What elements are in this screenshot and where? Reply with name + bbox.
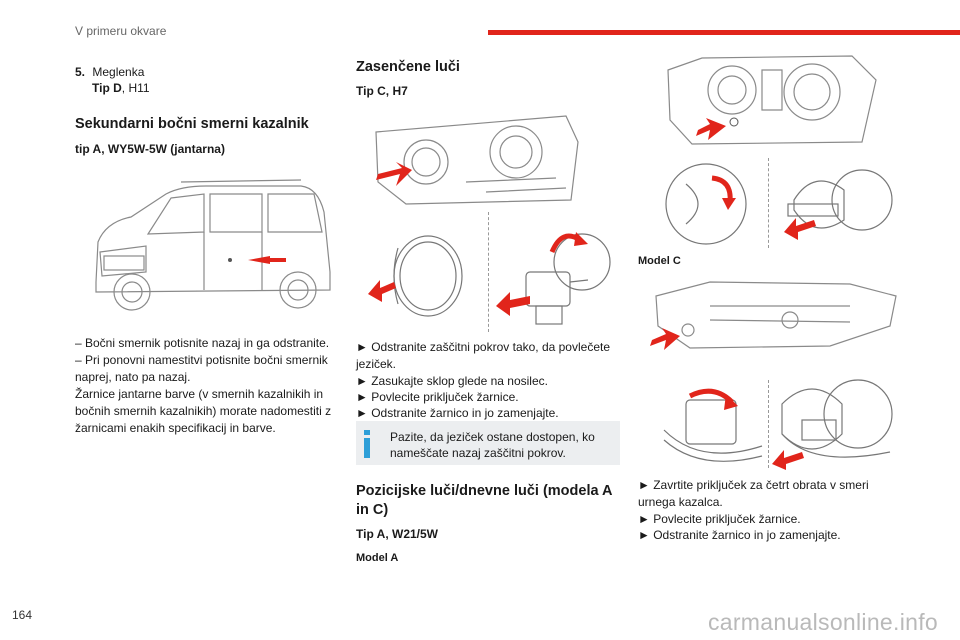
info-icon (364, 430, 370, 458)
divider-vertical-mid (488, 212, 490, 332)
info-note-text: Pazite, da jeziček ostane dostopen, ko n… (390, 430, 595, 460)
section-title-dipped-beam: Zasenčene luči (356, 59, 460, 75)
section-title-side-indicator: Sekundarni bočni smerni kazalnik (75, 116, 309, 132)
step-pull-connector-right: ► Povlecite priključek žarnice. (638, 512, 801, 526)
item5-title: Meglenka (92, 65, 145, 79)
divider-vertical-right-top (768, 158, 770, 248)
header-accent-bar (488, 30, 960, 35)
side-indicator-location (228, 258, 232, 262)
subtitle-type-a-w21: Tip A, W21/5W (356, 527, 439, 541)
headlamp-rear-model-a-illustration (667, 55, 877, 145)
headlamp-rear-model-c-illustration (650, 281, 897, 350)
section-title-position-lights: Pozicijske luči/dnevne luči (modela A in… (356, 483, 612, 518)
connector-turn-model-c-illustration (663, 388, 763, 462)
item5: 5. Meglenka (75, 64, 144, 81)
item5-number: 5. (75, 65, 86, 79)
step-rotate-assembly: ► Zasukajte sklop glede na nosilec. (356, 374, 548, 388)
cover-removal-illustration (368, 235, 463, 317)
step-replace-bulb-right: ► Odstranite žarnico in jo zamenjajte. (638, 528, 841, 542)
connector-pull-illustration (784, 169, 893, 240)
bullet-remove-indicator: – Bočni smernik potisnite nazaj in ga od… (75, 336, 330, 350)
headlamp-cover-illustration (375, 115, 579, 205)
bullet-refit-indicator: – Pri ponovni namestitvi potisnite bočni… (75, 353, 328, 384)
section-subtitle-side-indicator: tip A, WY5W-5W (jantarna) (75, 142, 225, 156)
watermark: carmanualsonline.info (707, 609, 938, 635)
item5-type-rest: , H11 (121, 81, 150, 95)
subtitle-type-c-h7: Tip C, H7 (356, 84, 408, 98)
amber-bulb-paragraph: Žarnice jantarne barve (v smernih kazaln… (75, 387, 332, 435)
page-number: 164 (12, 608, 33, 622)
info-note: Pazite, da jeziček ostane dostopen, ko n… (356, 421, 620, 465)
item5-type-bold: Tip D (92, 81, 122, 95)
label-model-a: Model A (356, 552, 399, 564)
bulb-holder-rotate-illustration (496, 232, 611, 325)
label-model-c: Model C (638, 255, 681, 267)
step-turn-connector: ► Zavrtite priključek za četrt obrata v … (638, 478, 869, 509)
step-pull-connector: ► Povlecite priključek žarnice. (356, 390, 519, 404)
step-remove-cover: ► Odstranite zaščitni pokrov tako, da po… (356, 340, 611, 371)
divider-vertical-right-bottom (768, 380, 770, 468)
connector-turn-illustration (665, 163, 747, 245)
item5-type: Tip D, H11 (92, 80, 150, 97)
step-replace-bulb: ► Odstranite žarnico in jo zamenjajte. (356, 406, 559, 420)
connector-pull-model-c-illustration (772, 379, 893, 470)
page-header-title: V primeru okvare (75, 24, 167, 38)
van-side-indicator-illustration (95, 179, 331, 311)
